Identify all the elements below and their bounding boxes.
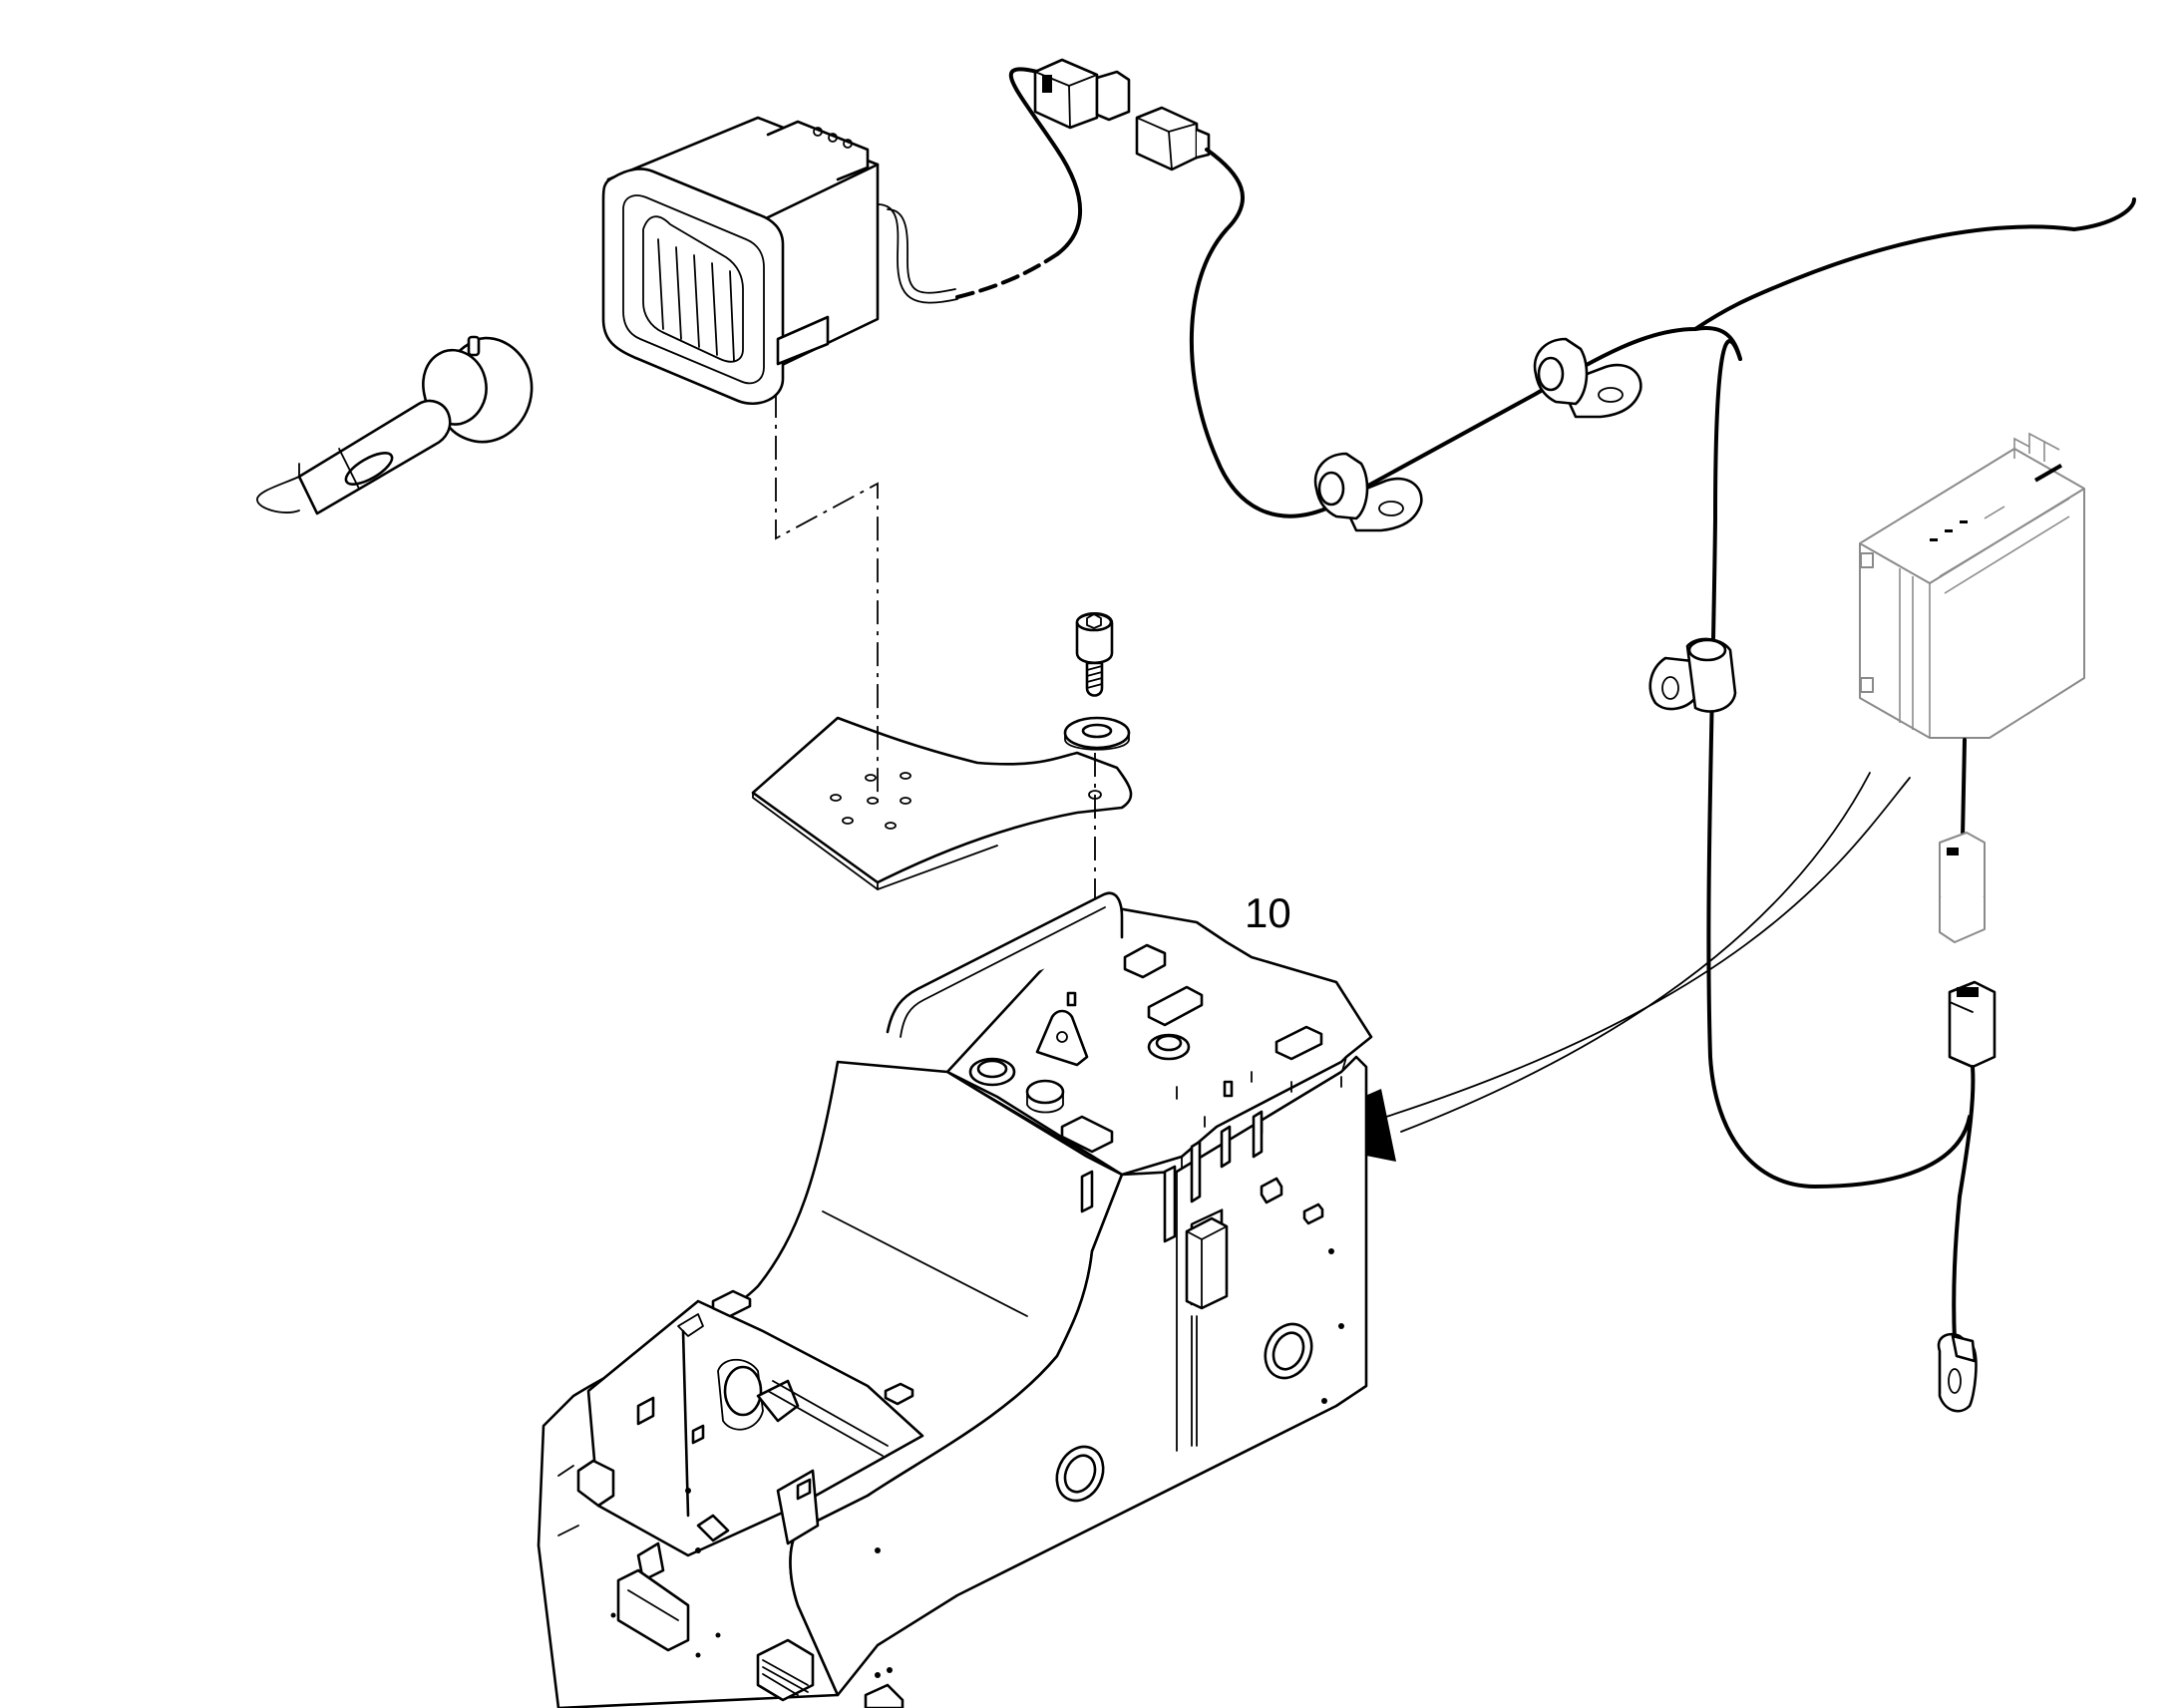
harness-connector-male [1033, 58, 1131, 130]
mounting-bracket [751, 716, 1133, 890]
callout-label-10: 10 [1245, 889, 1291, 936]
lamp-wiring-harness [1008, 58, 2136, 1189]
cap-screw [1075, 611, 1114, 697]
seat-base-frame [537, 891, 1373, 1708]
ring-terminal [1937, 1332, 1978, 1413]
work-lamp [601, 116, 1059, 406]
ground-connector [1948, 980, 1997, 1069]
module-connector [1939, 832, 1986, 943]
control-module [1859, 432, 2085, 1413]
harness-connector-female [1135, 106, 1211, 171]
cable-clip-3 [1648, 637, 1737, 713]
cable-clip-1 [1313, 452, 1423, 532]
cable-clip-2 [1533, 337, 1642, 419]
washer [1063, 716, 1131, 751]
halogen-bulb [256, 335, 534, 515]
